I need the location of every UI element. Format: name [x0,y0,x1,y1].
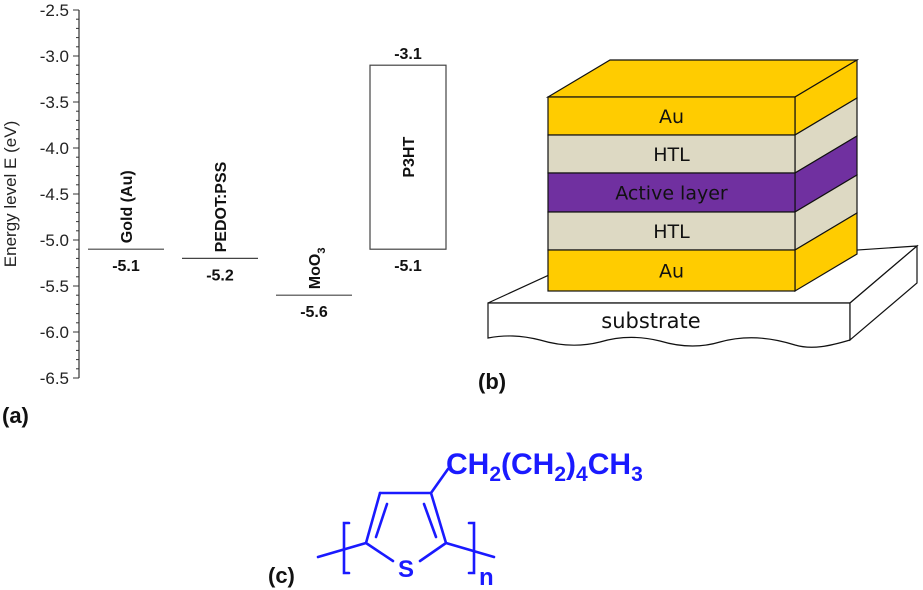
panel-label-b: (b) [478,369,506,394]
formula-ch: CH [446,448,489,481]
layer-label-active-layer: Active layer [615,183,728,205]
y-tick-label: -4.5 [40,185,69,204]
formula-sub-2b: 2 [554,463,566,486]
substrate-label: substrate [601,309,700,333]
material-subscript: 3 [316,248,328,254]
material-label-gold-au: Gold (Au) [119,170,136,243]
layer-active-layer [547,172,796,213]
bracket-left [342,521,351,575]
energy-level-diagram: Energy level E (eV) -2.5 -3.0 -3.5 -4.0 -4.5… [1,1,447,428]
p3ht-structure: (c) S n CH2(CH2)4CH3 [268,448,643,590]
bracket-right [467,521,476,575]
y-tick-label: -5.5 [40,277,69,296]
formula-sub-3: 3 [631,463,643,486]
formula-sub-2: 2 [489,463,501,486]
lumo-value-p3ht: -3.1 [394,46,422,63]
band-p3ht [369,64,447,250]
energy-levels: Gold (Au) -5.1 PEDOT:PSS -5.2 MoO3 -5.6 -3.1P3… [88,46,447,321]
bond-c3-c2 [429,491,448,545]
bond-c4-c5-inner [374,502,389,539]
level-value-pedot-pss: -5.2 [206,267,234,284]
level-value-moo: -5.6 [300,304,328,321]
thiophene-ring [316,467,496,575]
formula-paren-ch: (CH [501,448,554,481]
substrate-side-face [849,244,918,342]
formula-ch3: CH [588,448,631,481]
material-label-p3ht: P3HT [401,137,418,178]
y-axis-title: Energy level E (eV) [1,121,20,267]
panel-label-c: (c) [268,563,295,588]
bond-c4-c5 [364,491,382,545]
substrate-front-face [487,302,851,348]
repeat-subscript-n: n [479,564,494,590]
bond-side-chain [429,467,450,495]
y-tick-label: -3.0 [40,47,69,66]
y-tick-label: -4.0 [40,139,69,158]
layer-au [547,249,796,292]
layer-au [547,96,796,136]
y-tick-label: -5.0 [40,231,69,250]
layer-label-htl: HTL [653,144,690,166]
y-tick-label: -6.0 [40,323,69,342]
panel-label-a: (a) [2,403,29,428]
level-value-p3ht: -5.1 [394,258,422,275]
formula-sub-4: 4 [576,463,588,486]
side-chain-formula: CH2(CH2)4CH3 [446,448,643,486]
y-tick-label: -6.5 [40,369,69,388]
bond-c2-c3-inner [422,502,438,539]
layer-label-au: Au [659,261,684,283]
bond-left-link [316,541,368,559]
layer-label-htl: HTL [653,221,690,243]
bond-c5-s [364,541,395,563]
level-value-gold-au: -5.1 [112,258,140,275]
y-tick-label: -3.5 [40,93,69,112]
y-axis-ticks: -2.5 -3.0 -3.5 -4.0 -4.5 -5.0 -5.5 -6.0 -6.5 [40,1,79,388]
bond-right-link [444,541,496,559]
y-tick-label: -2.5 [40,1,69,20]
material-label-pedot-pss: PEDOT:PSS [213,161,230,252]
material-label-moo: MoO3 [307,248,328,290]
formula-close-paren: ) [566,448,576,481]
layer-htl [547,211,796,251]
sulfur-atom: S [398,556,414,583]
layer-label-au: Au [659,106,684,128]
bond-s-c2 [418,541,448,563]
